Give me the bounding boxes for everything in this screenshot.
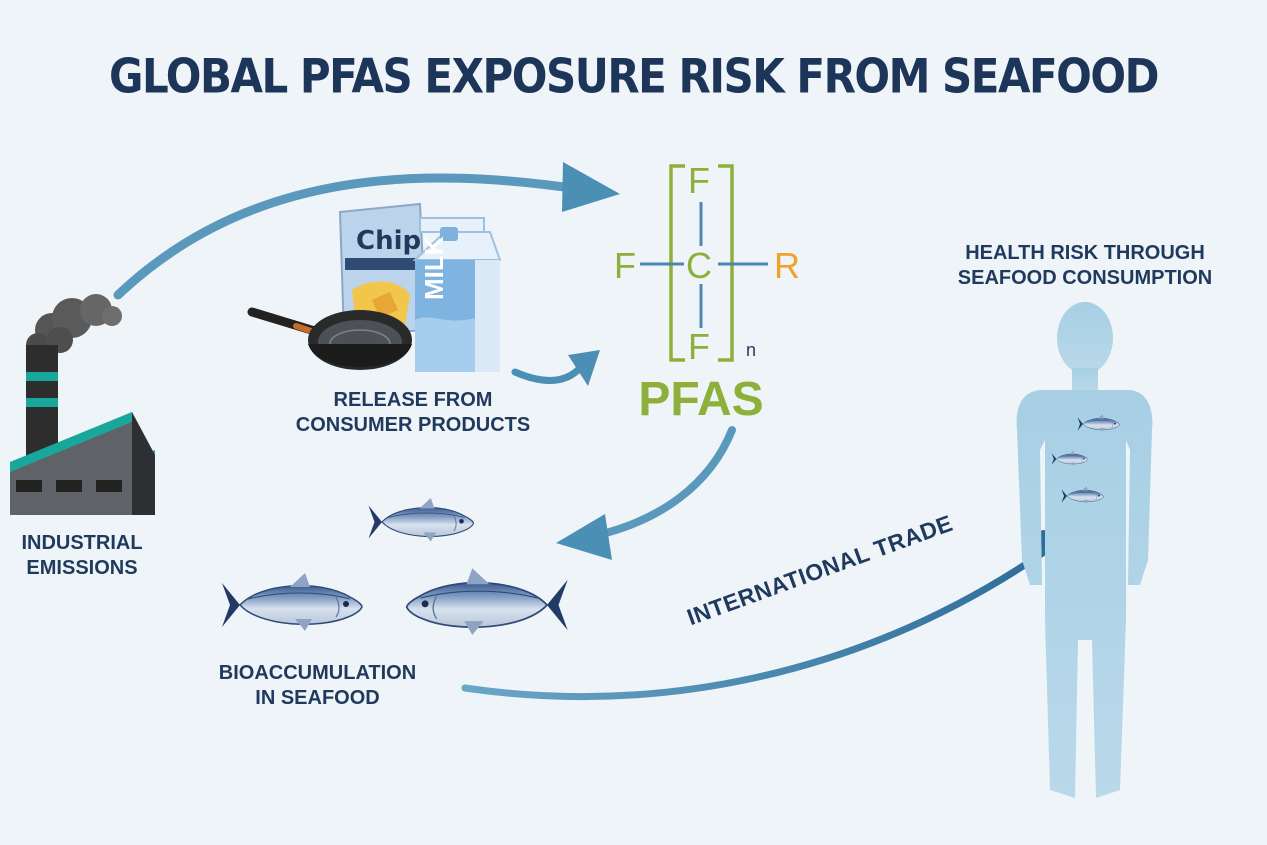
label-industrial-emissions: INDUSTRIAL EMISSIONS: [0, 531, 164, 581]
human-silhouette-icon: [1016, 302, 1153, 798]
label-bioaccumulation: BIOACCUMULATION IN SEAFOOD: [190, 661, 445, 711]
label-consumer-line2: CONSUMER PRODUCTS: [295, 414, 531, 436]
label-health-line1: HEALTH RISK THROUGH: [965, 242, 1205, 264]
label-health-risk: HEALTH RISK THROUGH SEAFOOD CONSUMPTION: [930, 241, 1240, 291]
milk-label-text: MILK: [419, 236, 449, 300]
label-consumer-products: RELEASE FROM CONSUMER PRODUCTS: [262, 388, 564, 438]
label-consumer-line1: RELEASE FROM: [333, 389, 493, 411]
atom-top: F: [688, 160, 710, 201]
label-bioaccumulation-line1: BIOACCUMULATION: [218, 662, 417, 684]
arrow-products-to-pfas: [511, 350, 600, 386]
arrow-pfas-to-seafood: [556, 426, 736, 560]
frying-pan-icon: [247, 307, 412, 370]
repeat-subscript: n: [746, 340, 757, 360]
label-industrial-line2: EMISSIONS: [26, 557, 138, 579]
atom-right: R: [774, 245, 800, 286]
page-title: GLOBAL PFAS EXPOSURE RISK FROM SEAFOOD: [109, 49, 1159, 104]
pfas-name: PFAS: [638, 373, 764, 426]
chips-brand-text: Chip: [356, 226, 422, 256]
label-bioaccumulation-line2: IN SEAFOOD: [255, 687, 380, 709]
atom-center: C: [686, 245, 712, 286]
tuna-fish-icon: [221, 572, 363, 632]
label-health-line2: SEAFOOD CONSUMPTION: [957, 267, 1213, 289]
label-industrial-line1: INDUSTRIAL: [21, 532, 143, 554]
tuna-fish-icon: [367, 497, 475, 543]
pfas-structure: [640, 164, 768, 362]
tuna-fish-icon: [405, 567, 569, 636]
milk-carton-icon: [412, 217, 502, 372]
factory-icon: [10, 294, 155, 515]
atom-bottom: F: [688, 326, 710, 367]
atom-left: F: [614, 245, 636, 286]
arrow-industry-to-pfas: [113, 162, 620, 300]
